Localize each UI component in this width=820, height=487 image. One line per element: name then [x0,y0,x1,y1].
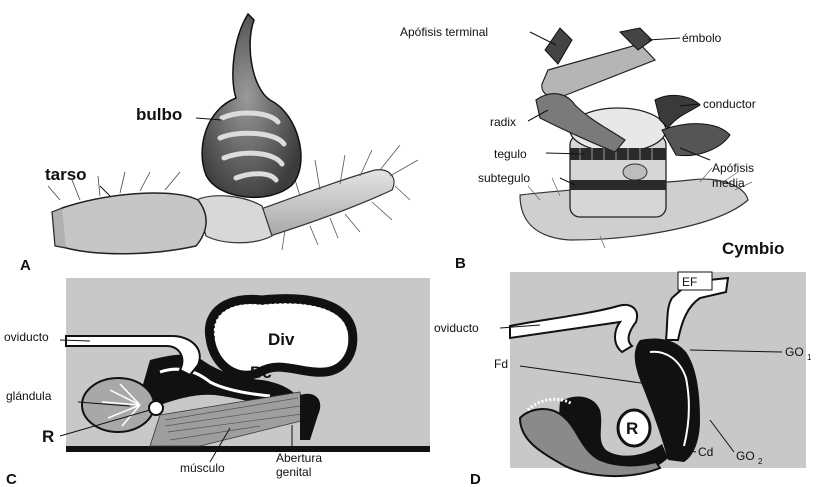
label-abertura-1: Abertura [276,451,322,465]
leg-joint [196,196,272,243]
label-tegulo: tegulo [494,147,527,161]
label-r-d: R [626,419,638,438]
label-conductor: conductor [703,97,756,111]
label-bc: Bc [250,363,272,382]
bulbo-shape [202,14,301,197]
label-radix: radix [490,115,516,129]
label-apofisis-media-1: Apófisis [712,161,754,175]
label-go2: GO [736,449,755,463]
panel-d: EF oviducto Fd GO 1 R Cd GO 2 D [434,272,812,487]
panel-letter-a: A [20,257,31,274]
r-receptacle [149,401,163,415]
label-apofisis-media-2: media [712,176,745,190]
label-fd: Fd [494,357,508,371]
panel-b: Apófisis terminal émbolo conductor radix… [400,25,784,272]
panel-a: bulbo tarso A [20,14,418,274]
label-go1: GO [785,345,804,359]
label-cd: Cd [698,445,713,459]
label-div: Div [268,330,295,349]
label-tarso: tarso [45,165,87,184]
label-musculo: músculo [180,461,225,475]
panel-c: oviducto Div Bc glándula R músculo Abert… [4,278,430,487]
label-bulbo: bulbo [136,105,182,124]
label-go1-sub: 1 [807,353,812,362]
label-cymbio: Cymbio [722,239,784,258]
label-embolo: émbolo [682,31,722,45]
label-abertura-2: genital [276,465,311,479]
label-go2-sub: 2 [758,457,763,466]
label-subtegulo: subtegulo [478,171,530,185]
label-oviducto-d: oviducto [434,321,479,335]
embolo-tip [620,28,652,50]
tarso-segment [59,193,206,254]
panel-letter-d: D [470,471,481,487]
panel-letter-c: C [6,471,17,487]
label-r-c: R [42,427,54,446]
label-oviducto-c: oviducto [4,330,49,344]
panel-letter-b: B [455,255,466,272]
label-glandula: glándula [6,389,52,403]
subtegulo-band [570,180,666,190]
label-apofisis-terminal: Apófisis terminal [400,25,488,39]
apofisis-terminal-shape [545,28,572,64]
label-ef: EF [682,275,697,289]
apofisis-media-shape [662,124,730,156]
